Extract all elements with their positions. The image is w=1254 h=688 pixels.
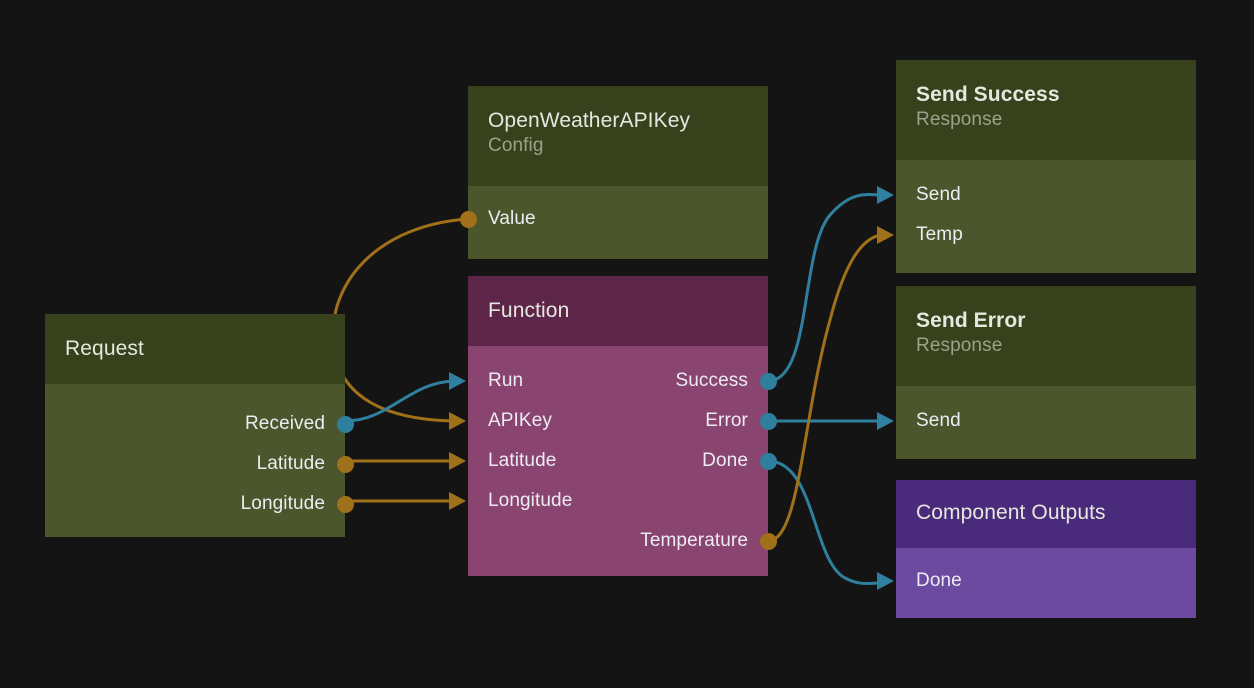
node-send-error-subtitle: Response: [916, 334, 1003, 356]
node-send-success-body: Send Temp: [877, 160, 1196, 273]
port-label-apikey: APIKey: [488, 410, 552, 431]
node-function-header: Function: [468, 276, 768, 346]
exec-port-dot-done[interactable]: [759, 452, 777, 470]
node-openweatherapikey-body: Value: [459, 186, 768, 259]
data-port-dot-value[interactable]: [459, 210, 477, 228]
exec-port-dot-success[interactable]: [759, 372, 777, 390]
node-component-outputs-header: Component Outputs: [896, 480, 1196, 548]
port-label-received: Received: [244, 413, 325, 434]
edge-success-to-send: [767, 192, 882, 383]
edge-received-to-run: [344, 379, 456, 423]
node-send-error-body: Send: [877, 386, 1196, 459]
node-component-outputs[interactable]: Component Outputs Done: [877, 480, 1196, 618]
node-send-error-title: Send Error: [916, 309, 1026, 332]
data-port-dot-temperature[interactable]: [759, 532, 777, 550]
port-send-success-temp[interactable]: Temp: [877, 215, 1196, 255]
port-function-success[interactable]: Success: [468, 361, 777, 401]
exec-port-arrow-send-success[interactable]: [877, 186, 894, 204]
port-label-run: Run: [488, 370, 524, 391]
node-openweatherapikey-header: OpenWeatherAPIKey Config: [468, 86, 768, 186]
port-label-send-error-send: Send: [916, 410, 961, 431]
node-function[interactable]: Function Run APIKey Latitude: [449, 276, 777, 576]
port-label-function-latitude: Latitude: [488, 450, 557, 471]
data-port-arrow-longitude[interactable]: [449, 492, 466, 510]
node-request[interactable]: Request Received Latitude Longitude: [45, 314, 354, 537]
exec-port-arrow-run[interactable]: [449, 372, 466, 390]
port-send-error-send[interactable]: Send: [877, 401, 1196, 441]
port-function-error[interactable]: Error: [468, 401, 777, 441]
port-config-value[interactable]: Value: [459, 199, 768, 239]
node-send-error-header: Send Error Response: [896, 286, 1196, 386]
port-label-latitude: Latitude: [256, 453, 325, 474]
data-port-dot-latitude[interactable]: [336, 455, 354, 473]
exec-port-dot-error[interactable]: [759, 412, 777, 430]
port-label-error: Error: [705, 410, 748, 431]
node-request-body: Received Latitude Longitude: [45, 384, 354, 537]
node-openweatherapikey-title: OpenWeatherAPIKey: [488, 109, 691, 132]
node-function-body: Run APIKey Latitude Longitude Suc: [449, 346, 777, 576]
port-label-function-longitude: Longitude: [488, 490, 573, 511]
node-openweatherapikey-subtitle: Config: [488, 134, 544, 156]
port-function-latitude[interactable]: Latitude: [449, 441, 768, 481]
node-send-error[interactable]: Send Error Response Send: [877, 286, 1196, 459]
node-function-title: Function: [488, 299, 570, 322]
port-function-longitude[interactable]: Longitude: [449, 481, 768, 521]
node-openweatherapikey[interactable]: OpenWeatherAPIKey Config Value: [459, 86, 768, 259]
port-request-received[interactable]: Received: [45, 404, 354, 444]
edge-value-to-apikey: [331, 217, 469, 423]
exec-port-arrow-component-done[interactable]: [877, 572, 894, 590]
node-request-header: Request: [45, 314, 345, 384]
port-request-latitude[interactable]: Latitude: [45, 444, 354, 484]
node-send-success[interactable]: Send Success Response Send Temp: [877, 60, 1196, 273]
port-label-success: Success: [675, 370, 748, 391]
node-request-title: Request: [65, 337, 144, 360]
port-component-outputs-done[interactable]: Done: [877, 561, 1196, 601]
port-label-temp: Temp: [916, 224, 963, 245]
data-port-dot-longitude[interactable]: [336, 495, 354, 513]
exec-port-arrow-send-error[interactable]: [877, 412, 894, 430]
data-port-arrow-temp[interactable]: [877, 226, 894, 244]
port-function-done[interactable]: Done: [468, 441, 777, 481]
port-label-function-done: Done: [702, 450, 748, 471]
port-label-component-done: Done: [916, 570, 962, 591]
node-send-success-title: Send Success: [916, 83, 1060, 106]
data-port-arrow-latitude[interactable]: [449, 452, 466, 470]
port-label-longitude: Longitude: [240, 493, 325, 514]
edge-temperature-to-temp: [767, 233, 882, 543]
port-send-success-send[interactable]: Send: [877, 175, 1196, 215]
port-function-temperature[interactable]: Temperature: [468, 521, 777, 561]
node-component-outputs-title: Component Outputs: [916, 501, 1106, 524]
port-request-longitude[interactable]: Longitude: [45, 484, 354, 524]
port-label-value: Value: [488, 208, 536, 229]
edge-done-to-done: [767, 459, 882, 586]
port-label-temperature: Temperature: [640, 530, 748, 551]
exec-port-dot-received[interactable]: [336, 415, 354, 433]
port-label-send-success-send: Send: [916, 184, 961, 205]
port-spacer: [468, 481, 768, 521]
node-component-outputs-body: Done: [877, 548, 1196, 618]
node-send-success-subtitle: Response: [916, 108, 1003, 130]
node-send-success-header: Send Success Response: [896, 60, 1196, 160]
data-port-arrow-apikey[interactable]: [449, 412, 466, 430]
